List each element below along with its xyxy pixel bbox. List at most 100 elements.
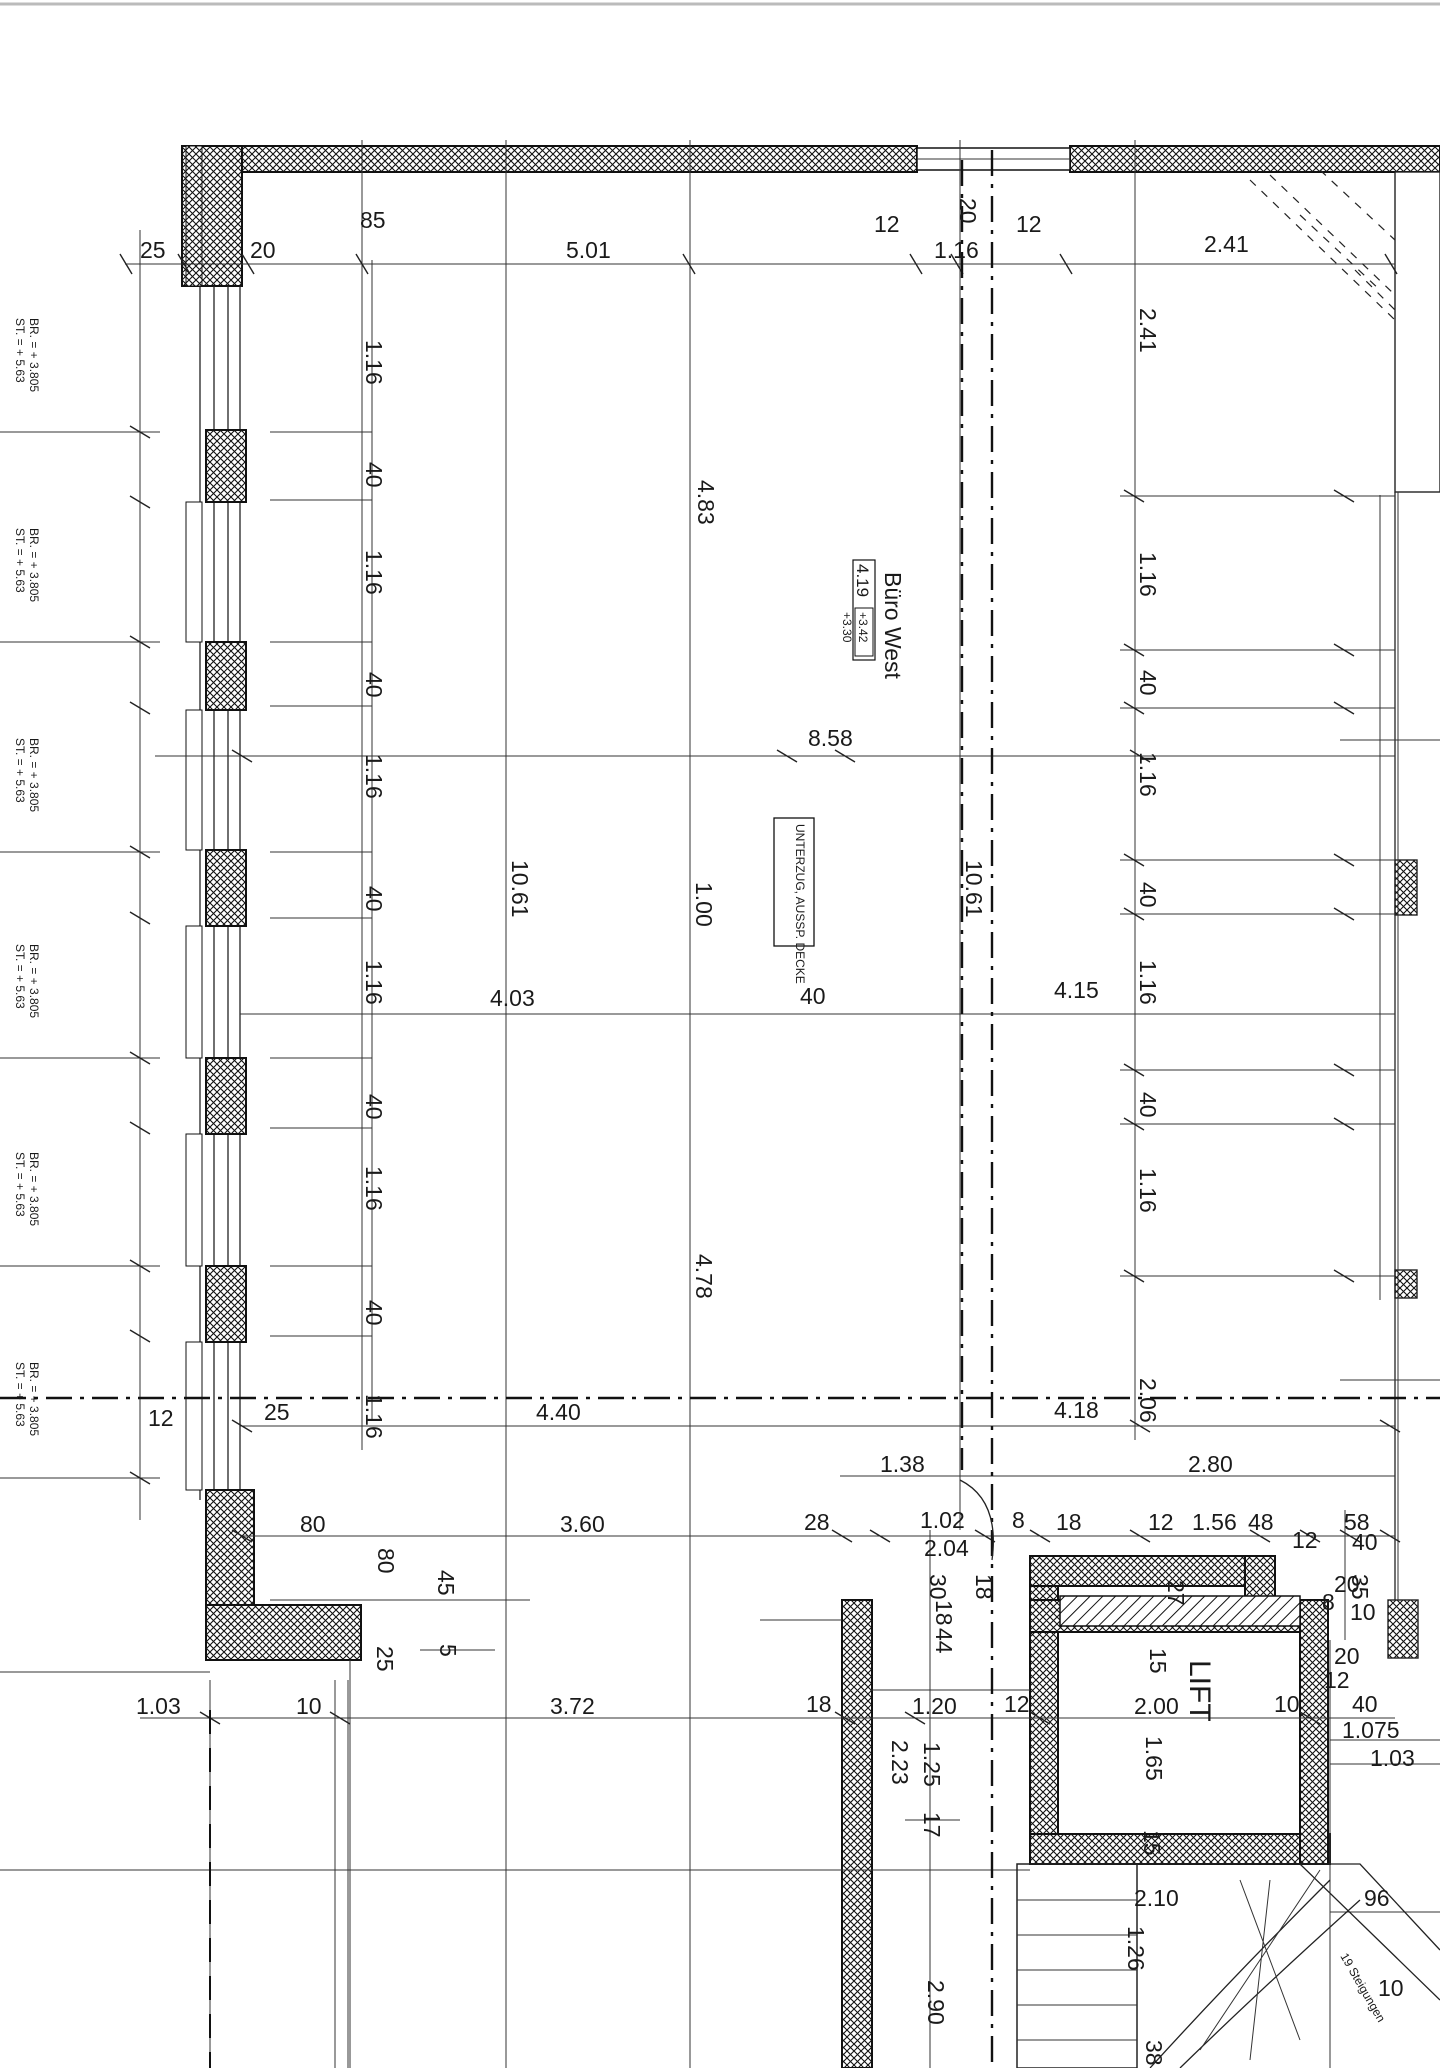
window-note-br: BR. = + 3.805: [27, 318, 41, 392]
mid-dim: 4.18: [1054, 1397, 1099, 1423]
lower-dim: 1.25: [919, 1742, 945, 1787]
top-dim: 20: [250, 237, 276, 263]
window-note-br: BR. = + 3.805: [27, 944, 41, 1018]
lower-dim: 12: [1324, 1667, 1350, 1693]
center-dim: 1.00: [691, 882, 717, 927]
lower-dim: 10: [296, 1693, 322, 1719]
lower-dim: 48: [1248, 1509, 1274, 1535]
mid-dim: 4.40: [536, 1399, 581, 1425]
right-col-dim: 40: [1135, 882, 1161, 908]
lower-dim: 1.65: [1141, 1736, 1167, 1781]
stair: [1016, 1863, 1440, 2068]
right-col-dim: 2.06: [1135, 1378, 1161, 1423]
lower-dim: 18: [931, 1600, 957, 1626]
left-col-dim: 1.16: [361, 754, 387, 799]
diagonal-marks: [1249, 169, 1396, 321]
room-level-2: +3.30: [840, 612, 854, 643]
lower-dim: 1.02: [920, 1507, 965, 1533]
mid-dim: 4.03: [490, 985, 535, 1011]
center-dim: 4.78: [691, 1254, 717, 1299]
lower-dim: 3.72: [550, 1693, 595, 1719]
left-col-dim: 40: [361, 1094, 387, 1120]
lower-dim: 15: [1145, 1648, 1171, 1674]
mid-dim: 4.15: [1054, 977, 1099, 1003]
lower-dim: 28: [804, 1509, 830, 1535]
top-dim: 2.41: [1204, 231, 1249, 257]
lower-dim: 1.26: [1123, 1926, 1149, 1971]
room-name: Büro West: [880, 572, 906, 680]
lower-dim: 17: [919, 1812, 945, 1838]
lower-dim: 2.80: [1188, 1451, 1233, 1477]
lower-dim: 3.60: [560, 1511, 605, 1537]
mid-dim: 40: [800, 983, 826, 1009]
lower-dim: 1.20: [912, 1693, 957, 1719]
left-col-dim: 1.16: [361, 1394, 387, 1439]
door-swing: [959, 1479, 994, 1561]
lower-dim: 1.075: [1342, 1717, 1400, 1743]
lower-dim: 8: [1012, 1507, 1025, 1533]
lower-dim: 12: [1148, 1509, 1174, 1535]
left-col-dim: 1.16: [361, 960, 387, 1005]
room-label: Büro West 4.19 +3.42 +3.30: [840, 559, 906, 680]
window-note-st: ST. = + 5.63: [13, 1362, 27, 1427]
left-col-dim: 1.16: [361, 1166, 387, 1211]
mid-dim: 8.58: [808, 725, 853, 751]
window-frames: [185, 145, 203, 1491]
lower-dim: 45: [433, 1570, 459, 1596]
lower-dim: 12: [1292, 1527, 1318, 1553]
lower-dim: 25: [372, 1646, 398, 1672]
right-col-dim: 1.16: [1135, 552, 1161, 597]
center-dim: 4.83: [693, 480, 719, 525]
top-dim: 25: [140, 237, 166, 263]
lower-dim: 80: [300, 1511, 326, 1537]
left-col-dim: 40: [361, 672, 387, 698]
lower-dim: 2.00: [1134, 1693, 1179, 1719]
lift-label: LIFT: [1183, 1660, 1216, 1722]
window-note-st: ST. = + 5.63: [13, 318, 27, 383]
lower-dim: 44: [931, 1628, 957, 1654]
lower-dim: 8: [1322, 1589, 1335, 1615]
lower-dim: 18: [806, 1691, 832, 1717]
right-col-dim: 1.16: [1135, 752, 1161, 797]
right-col-dim: 40: [1135, 670, 1161, 696]
lower-dim: 1.03: [136, 1693, 181, 1719]
lower-dim: 5: [435, 1644, 461, 1657]
left-col-dim: 1.16: [361, 340, 387, 385]
lower-dim: 2.90: [923, 1980, 949, 2025]
room-level-1: +3.42: [856, 612, 870, 643]
lower-dim: 40: [1352, 1691, 1378, 1717]
lower-dim: 2.04: [924, 1535, 969, 1561]
lower-dim: 38: [1141, 2040, 1167, 2066]
center-dim: 10.61: [961, 860, 987, 918]
lower-dim: 1.03: [1370, 1745, 1415, 1771]
lower-dim: 15: [1139, 1830, 1165, 1856]
left-col-dim: 1.16: [361, 550, 387, 595]
room-area: 4.19: [853, 564, 872, 597]
top-dim: 1.16: [934, 237, 979, 263]
lower-dim: 96: [1364, 1885, 1390, 1911]
dimension-ticks: [119, 253, 1401, 1725]
window-note-br: BR. = + 3.805: [27, 738, 41, 812]
lower-dim: 10: [1274, 1691, 1300, 1717]
window-note-br: BR. = + 3.805: [27, 1152, 41, 1226]
lower-dim: 80: [373, 1548, 399, 1574]
lower-dim: 12: [1004, 1691, 1030, 1717]
top-dim: 12: [1016, 211, 1042, 237]
lower-dim: 20: [1334, 1571, 1360, 1597]
right-col-dim: 1.16: [1135, 960, 1161, 1005]
top-dim: 5.01: [566, 237, 611, 263]
lower-dim: 25: [264, 1399, 290, 1425]
top-dim: 85: [360, 207, 386, 233]
right-col-dim: 2.41: [1135, 308, 1161, 353]
window-note-br: BR. = + 3.805: [27, 528, 41, 602]
axis-lines: [0, 150, 1440, 2068]
lower-dim: 30: [925, 1574, 951, 1600]
window-note-br: BR. = + 3.805: [27, 1362, 41, 1436]
left-col-dim: 40: [361, 886, 387, 912]
lower-dim: 20: [1334, 1643, 1360, 1669]
lower-dim: 2.23: [887, 1740, 913, 1785]
lower-dim: 12: [148, 1405, 174, 1431]
